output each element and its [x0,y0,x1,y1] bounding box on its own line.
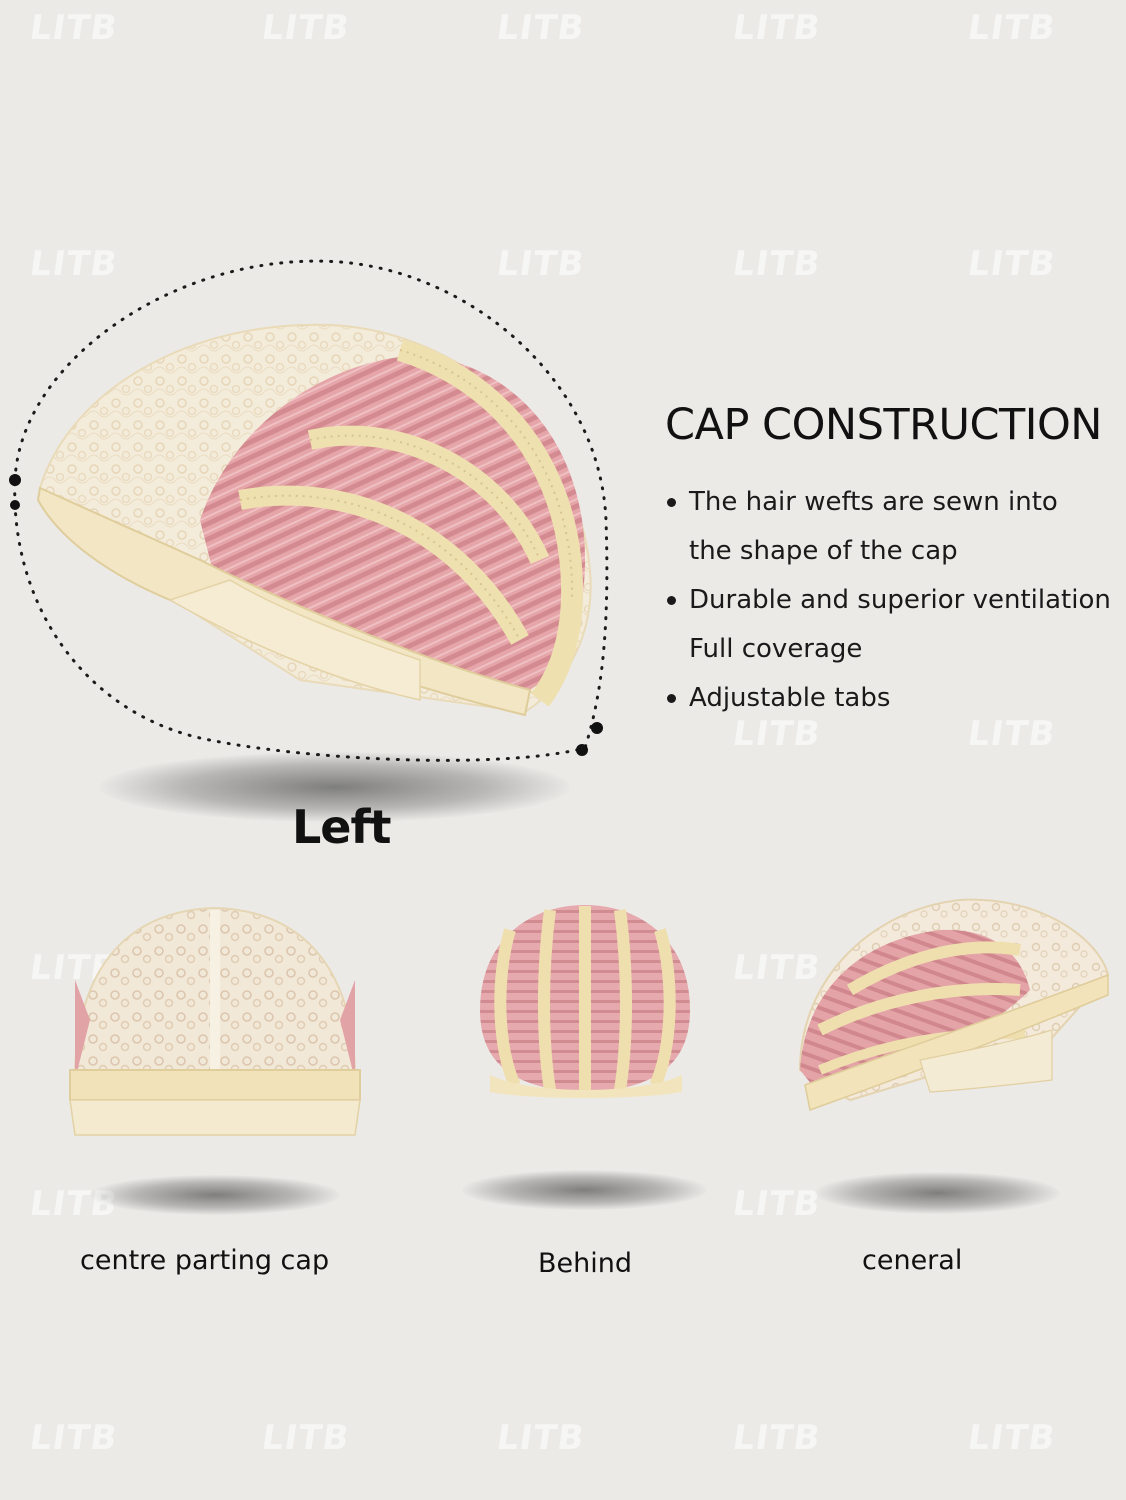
feature-list: The hair wefts are sewn into the shape o… [665,478,1125,723]
cap-shadow [90,1175,340,1215]
watermark: LITB [730,1184,824,1224]
watermark: LITB [494,8,588,48]
cap-shadow [462,1170,707,1210]
watermark: LITB [730,244,824,284]
watermark: LITB [259,8,353,48]
watermark: LITB [259,1418,353,1458]
view-label-front: centre parting cap [80,1245,330,1276]
watermark: LITB [730,8,824,48]
cap-side-view-illustration [798,898,1110,1111]
watermark: LITB [27,1418,121,1458]
cap-shadow [815,1172,1060,1214]
view-label-left: Left [292,800,392,854]
cap-shadow [100,752,570,822]
outline-dot [576,744,588,756]
list-item-continuation: Full coverage [689,634,863,664]
watermark: LITB [730,1418,824,1458]
list-item-continuation: the shape of the cap [689,536,958,566]
list-item-text: The hair wefts are sewn into [689,487,1058,517]
watermark: LITB [965,8,1059,48]
cap-back-view-illustration [480,905,690,1098]
outline-dot [10,500,20,510]
outline-dot [591,722,603,734]
watermark: LITB [965,244,1059,284]
list-item-text: Durable and superior ventilation [689,585,1111,615]
watermark: LITB [494,1418,588,1458]
bullet-icon [667,596,676,605]
view-label-back: Behind [538,1248,632,1279]
bullet-icon [667,498,676,507]
cap-front-view-illustration [69,906,361,1136]
list-item: The hair wefts are sewn into [665,478,1125,527]
list-item: Durable and superior ventilation [665,576,1125,625]
cap-left-view-illustration [9,259,609,762]
view-label-side: ceneral [862,1245,963,1276]
dotted-outline [13,259,609,762]
watermark: LITB [965,1418,1059,1458]
page-title: CAP CONSTRUCTION [665,400,1102,450]
watermark: LITB [27,8,121,48]
list-item-text: Adjustable tabs [689,683,891,713]
list-item: Adjustable tabs [665,674,1125,723]
outline-dot [9,474,21,486]
bullet-icon [667,694,676,703]
